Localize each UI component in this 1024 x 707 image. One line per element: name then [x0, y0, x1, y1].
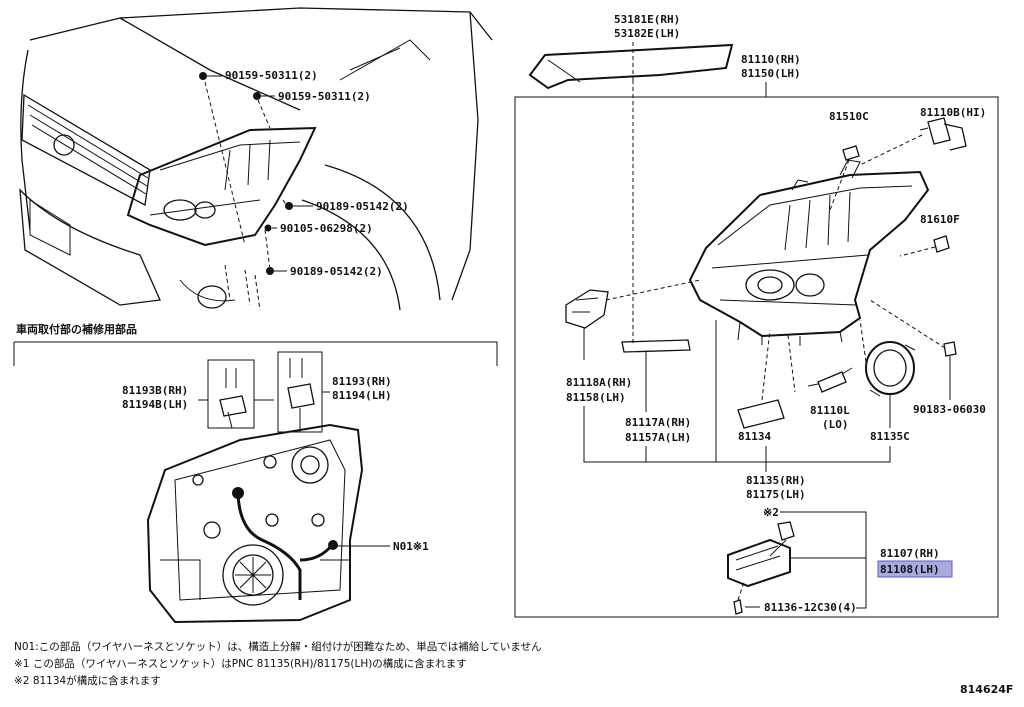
label-81136[interactable]: 81136-12C30(4): [764, 601, 857, 614]
cap-81135c-illustration: [865, 341, 916, 397]
label-81110b[interactable]: 81110B(HI): [920, 106, 986, 119]
note-mark1: ※1 この部品（ワイヤハーネスとソケット）はPNC 81135(RH)/8117…: [14, 657, 467, 670]
label-81110l-sub[interactable]: (LO): [822, 418, 849, 431]
leader-81134-dash: [761, 329, 771, 401]
leader-81610f: [899, 246, 936, 257]
bracket-81118a-illustration: [565, 289, 609, 329]
label-81107[interactable]: 81107(RH): [880, 547, 940, 560]
bulb-81610f-illustration: [933, 235, 950, 253]
label-81110[interactable]: 81110(RH): [741, 53, 801, 66]
label-81175[interactable]: 81175(LH): [746, 488, 806, 501]
label-81135c[interactable]: 81135C: [870, 430, 910, 443]
label-mark2[interactable]: ※2: [763, 506, 779, 519]
label-90105-06298[interactable]: 90105-06298(2): [280, 222, 373, 235]
headlamp-assembly-illustration: [688, 159, 930, 346]
label-81193[interactable]: 81193(RH): [332, 375, 392, 388]
diagram-code: 814624F: [960, 683, 1013, 696]
label-81193b[interactable]: 81193B(RH): [122, 384, 188, 397]
repair-tab-labels: 81193B(RH) 81194B(LH) 81193(RH) 81194(LH…: [122, 375, 392, 411]
headlamp-rear-view-illustration: [146, 423, 364, 624]
label-53181e[interactable]: 53181E(RH): [614, 13, 680, 26]
repair-tab-illustrations: [207, 351, 323, 433]
label-81194[interactable]: 81194(LH): [332, 389, 392, 402]
leader-81110l-dash: [787, 334, 796, 393]
bulb-lo-illustration: [807, 367, 853, 393]
label-n01[interactable]: N01※1: [393, 540, 429, 553]
leader-81110b: [859, 134, 923, 166]
leader-81135c-dash: [859, 319, 867, 363]
ballast-illustration: [727, 521, 795, 588]
label-90159-50311-b[interactable]: 90159-50311(2): [278, 90, 371, 103]
label-81157a[interactable]: 81157A(LH): [625, 431, 691, 444]
label-81194b[interactable]: 81194B(LH): [122, 398, 188, 411]
bracket-81117a-illustration: [621, 339, 691, 353]
highlight-81108: [877, 560, 953, 578]
label-90159-50311-a[interactable]: 90159-50311(2): [225, 69, 318, 82]
ballast-bracket: [780, 511, 867, 609]
assembly-frame: [514, 96, 999, 618]
label-81108[interactable]: 81108(LH): [880, 563, 940, 576]
leader-81510c: [829, 159, 850, 211]
label-81150[interactable]: 81150(LH): [741, 67, 801, 80]
label-81134[interactable]: 81134: [738, 430, 771, 443]
label-53182e[interactable]: 53182E(LH): [614, 27, 680, 40]
cover-illustration: [528, 43, 734, 90]
screw-81136-illustration: [733, 581, 745, 615]
bulb-81510c-illustration: [842, 145, 860, 161]
label-81510c[interactable]: 81510C: [829, 110, 869, 123]
gasket-81134-illustration: [737, 399, 785, 429]
label-81135[interactable]: 81135(RH): [746, 474, 806, 487]
label-81110l[interactable]: 81110L: [810, 404, 850, 417]
clip-90183-illustration: [943, 341, 957, 357]
label-81610f[interactable]: 81610F: [920, 213, 960, 226]
label-90189-05142-b[interactable]: 90189-05142(2): [290, 265, 383, 278]
leader-81118a-dash: [605, 279, 701, 301]
note-mark2: ※2 81134が構成に含まれます: [14, 674, 161, 687]
vehicle-fastener-labels: 90159-50311(2) 90159-50311(2) 90189-0514…: [207, 69, 409, 278]
leader-90183-dash: [869, 299, 946, 349]
label-81158[interactable]: 81158(LH): [566, 391, 626, 404]
label-90189-05142-a[interactable]: 90189-05142(2): [316, 200, 409, 213]
section-title: 車両取付部の補修用部品: [16, 322, 137, 336]
label-81117a[interactable]: 81117A(RH): [625, 416, 691, 429]
label-90183[interactable]: 90183-06030: [913, 403, 986, 416]
label-81118a[interactable]: 81118A(RH): [566, 376, 632, 389]
section-bracket: [13, 341, 498, 366]
group-81135-bracket: [583, 320, 891, 472]
vehicle-front-illustration: [19, 7, 493, 311]
note-n01: N01:この部品（ワイヤハーネスとソケット）は、構造上分解・組付けが困難なため、…: [14, 640, 542, 653]
bulb-hi-illustration: [919, 117, 967, 151]
